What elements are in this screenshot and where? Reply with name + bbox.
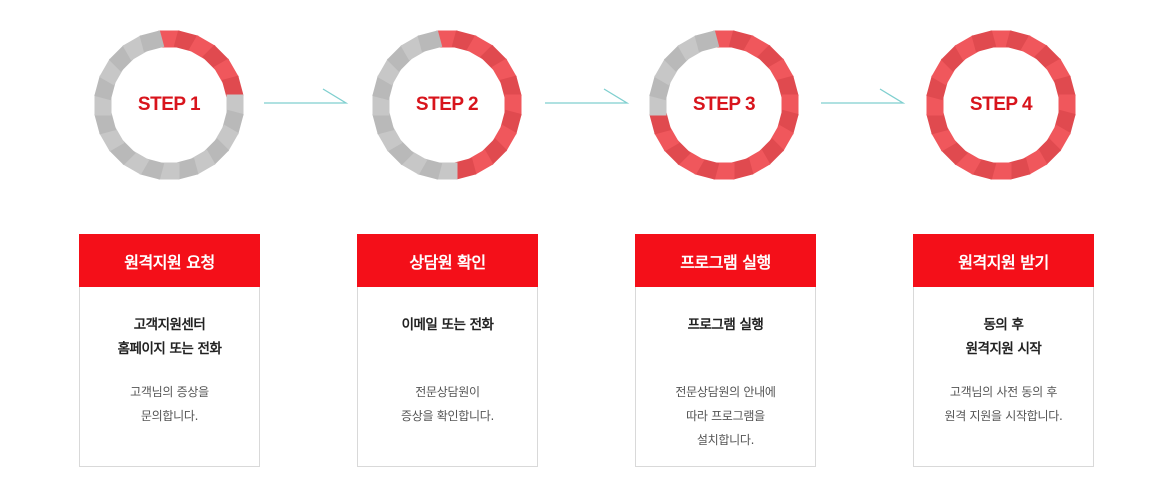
ring-segment-filled — [499, 75, 522, 101]
ring-segment-filled — [504, 94, 522, 116]
progress-ring-svg — [926, 30, 1076, 180]
step-1-card-subtitle: 고객지원센터 홈페이지 또는 전화 — [80, 313, 259, 361]
ring-segment-filled — [926, 94, 944, 116]
ring-segment-empty — [372, 109, 395, 135]
step-3-card: 프로그램 실행 프로그램 실행 전문상담원의 안내에 따라 프로그램을 설치합니… — [635, 234, 816, 467]
step-2-card-header: 상담원 확인 — [357, 234, 538, 287]
description-line: 전문상담원이 — [415, 385, 480, 399]
step-2-card: 상담원 확인 이메일 또는 전화 전문상담원이 증상을 확인합니다. — [357, 234, 538, 467]
ring-segment-empty — [94, 109, 117, 135]
ring-segment-empty — [649, 94, 667, 116]
step-3-progress-ring: STEP 3 — [646, 27, 802, 183]
progress-ring-svg — [372, 30, 522, 180]
ring-segment-filled — [713, 162, 735, 180]
ring-segment-filled — [926, 109, 949, 135]
progress-ring-svg — [94, 30, 244, 180]
step-4-card: 원격지원 받기 동의 후 원격지원 시작 고객님의 사전 동의 후 원격 지원을… — [913, 234, 1094, 467]
ring-segment-filled — [436, 30, 458, 48]
ring-segment-empty — [694, 30, 720, 53]
ring-segment-filled — [451, 157, 477, 180]
subtitle-line: 이메일 또는 전화 — [401, 317, 494, 333]
arrow-right-icon — [264, 88, 349, 104]
step-1-progress-ring: STEP 1 — [91, 27, 247, 183]
description-line: 설치합니다. — [696, 433, 755, 447]
step-3-label: STEP 3 — [692, 94, 756, 115]
step-2-card-description: 전문상담원이 증상을 확인합니다. — [358, 380, 537, 428]
ring-segment-filled — [713, 30, 735, 48]
step-3-card-header: 프로그램 실행 — [635, 234, 816, 287]
ring-segment-filled — [1058, 94, 1076, 116]
arrow-right-icon — [545, 88, 630, 104]
ring-segment-filled — [728, 157, 754, 180]
description-line: 전문상담원의 안내에 — [675, 385, 776, 399]
ring-segment-empty — [94, 94, 112, 116]
ring-segment-empty — [139, 30, 165, 53]
ring-segment-empty — [226, 94, 244, 116]
description-line: 원격 지원을 시작합니다. — [944, 409, 1063, 423]
description-line: 증상을 확인합니다. — [401, 409, 494, 423]
ring-segment-filled — [1005, 157, 1031, 180]
description-line: 따라 프로그램을 — [686, 409, 765, 423]
description-line: 고객님의 증상을 — [130, 385, 209, 399]
ring-segment-filled — [158, 30, 180, 48]
ring-segment-filled — [776, 75, 799, 101]
step-4-progress-ring: STEP 4 — [923, 27, 1079, 183]
subtitle-line: 고객지원센터 — [133, 317, 206, 333]
description-line: 문의합니다. — [140, 409, 199, 423]
step-2-label: STEP 2 — [415, 94, 479, 115]
ring-segment-filled — [781, 94, 799, 116]
ring-segment-filled — [990, 30, 1012, 48]
step-4-card-description: 고객님의 사전 동의 후 원격 지원을 시작합니다. — [914, 380, 1093, 428]
subtitle-line: 동의 후 — [983, 317, 1024, 333]
ring-segment-filled — [221, 75, 244, 101]
step-1-card-header: 원격지원 요청 — [79, 234, 260, 287]
ring-segment-empty — [173, 157, 199, 180]
ring-segment-filled — [971, 30, 997, 53]
subtitle-line: 원격지원 시작 — [965, 341, 1042, 357]
step-1-card-description: 고객님의 증상을 문의합니다. — [80, 380, 259, 428]
subtitle-line: 프로그램 실행 — [687, 317, 764, 333]
progress-ring-svg — [649, 30, 799, 180]
step-1-label: STEP 1 — [137, 94, 201, 115]
ring-segment-empty — [372, 94, 390, 116]
description-line: 고객님의 사전 동의 후 — [949, 385, 1058, 399]
ring-segment-filled — [1053, 75, 1076, 101]
step-4-card-subtitle: 동의 후 원격지원 시작 — [914, 313, 1093, 361]
step-4-label: STEP 4 — [969, 94, 1033, 115]
step-3-card-subtitle: 프로그램 실행 — [636, 313, 815, 337]
step-4-card-header: 원격지원 받기 — [913, 234, 1094, 287]
step-2-card-subtitle: 이메일 또는 전화 — [358, 313, 537, 337]
ring-segment-empty — [436, 162, 458, 180]
ring-segment-filled — [990, 162, 1012, 180]
ring-segment-empty — [158, 162, 180, 180]
subtitle-line: 홈페이지 또는 전화 — [117, 341, 222, 357]
ring-segment-empty — [417, 30, 443, 53]
step-2-progress-ring: STEP 2 — [369, 27, 525, 183]
step-1-card: 원격지원 요청 고객지원센터 홈페이지 또는 전화 고객님의 증상을 문의합니다… — [79, 234, 260, 467]
step-3-card-description: 전문상담원의 안내에 따라 프로그램을 설치합니다. — [636, 380, 815, 452]
arrow-right-icon — [821, 88, 906, 104]
ring-segment-filled — [649, 109, 672, 135]
